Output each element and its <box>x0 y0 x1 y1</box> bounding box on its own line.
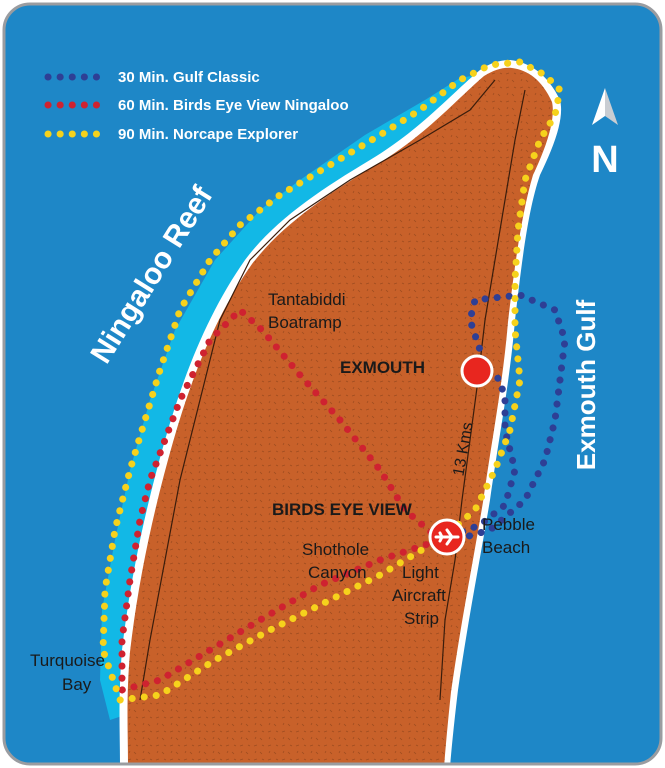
route-30-gulf-classic <box>436 291 569 544</box>
place-label-strip: Strip <box>404 609 439 628</box>
place-label-boatramp: Boatramp <box>268 313 342 332</box>
gulf-label: Exmouth Gulf <box>571 299 601 470</box>
town-marker-icon <box>460 354 494 388</box>
north-arrow-icon: N <box>591 88 619 181</box>
place-label-aircraft: Aircraft <box>392 586 446 605</box>
legend-label: 90 Min. Norcape Explorer <box>118 126 298 143</box>
legend-label: 60 Min. Birds Eye View Ningaloo <box>118 97 349 114</box>
place-label-beach: Beach <box>482 538 530 557</box>
place-label-shothole: Shothole <box>302 540 369 559</box>
place-label-pebble: Pebble <box>482 515 535 534</box>
legend: 30 Min. Gulf Classic 60 Min. Birds Eye V… <box>44 69 349 143</box>
route-90-norcape-explorer <box>99 58 564 704</box>
place-label-turquoise: Turquoise <box>30 651 105 670</box>
town-label-exmouth: EXMOUTH <box>340 358 425 377</box>
legend-label: 30 Min. Gulf Classic <box>118 69 260 86</box>
airplane-icon <box>428 518 466 556</box>
birds-eye-label: BIRDS EYE VIEW <box>272 500 413 519</box>
place-label-canyon: Canyon <box>308 563 367 582</box>
place-label-light: Light <box>402 563 439 582</box>
north-label: N <box>591 139 618 181</box>
west-coast-road <box>139 79 496 701</box>
place-label-tantabiddi: Tantabiddi <box>268 290 346 309</box>
place-label-bay: Bay <box>62 675 92 694</box>
